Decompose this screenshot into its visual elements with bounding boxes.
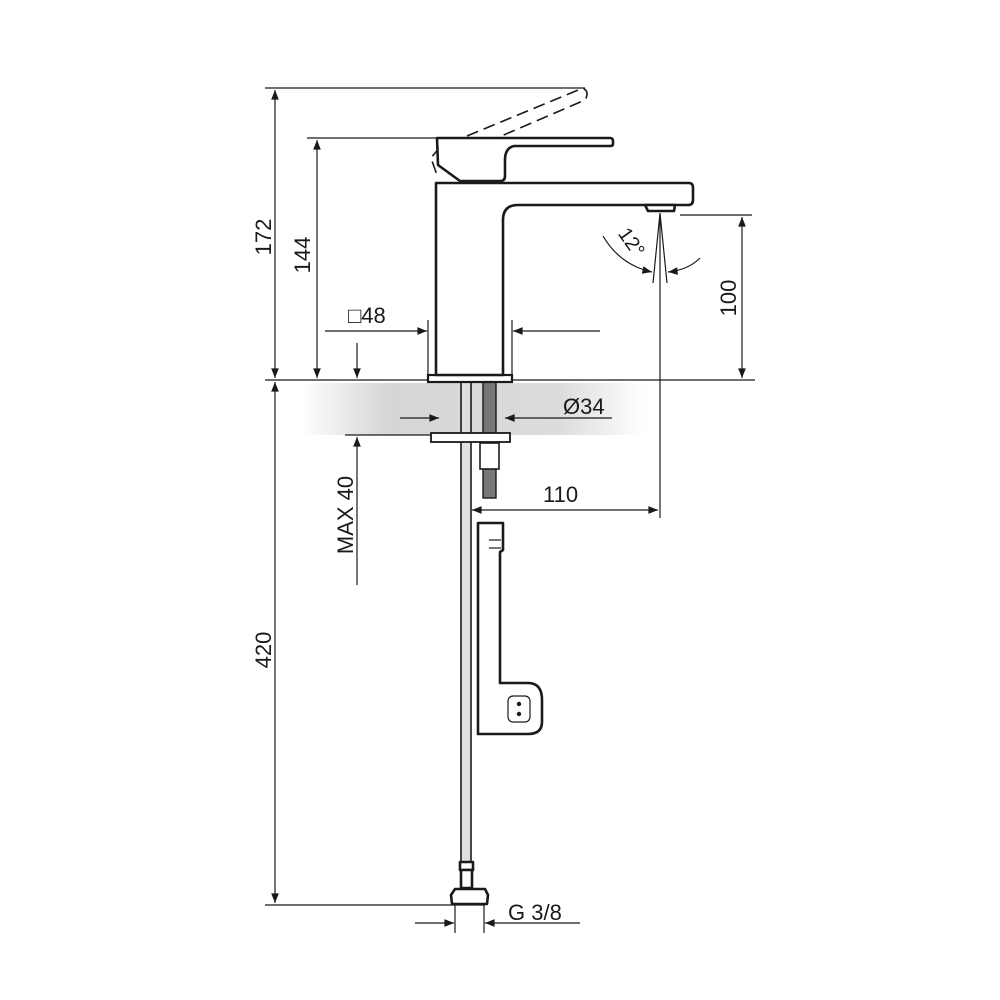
- nut: [479, 442, 500, 470]
- faucet-body: [434, 181, 695, 377]
- dimension-lines: [271, 90, 746, 927]
- dim-144: 144: [290, 237, 315, 274]
- dim-110: 110: [543, 482, 578, 507]
- hose-fitting: [449, 860, 490, 906]
- aerator: [643, 203, 677, 213]
- dim-100: 100: [716, 280, 741, 317]
- dim-172: 172: [251, 219, 276, 256]
- spray-angle: [602, 212, 701, 284]
- dim-diameter-34: Ø34: [563, 394, 605, 419]
- washer-plate: [430, 432, 511, 443]
- dim-max-40: MAX 40: [333, 476, 358, 554]
- countertop-section: [300, 383, 645, 435]
- mounting-bracket: [476, 521, 544, 736]
- dim-420: 420: [251, 632, 276, 669]
- hose: [460, 381, 472, 873]
- handle: [435, 136, 615, 183]
- dim-square-48: □48: [348, 303, 386, 328]
- dim-thread: G 3/8: [508, 900, 562, 925]
